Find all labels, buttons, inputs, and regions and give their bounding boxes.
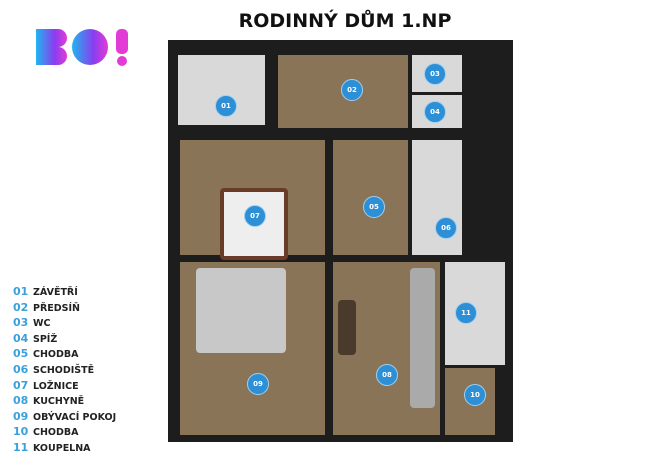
legend-label: PŘEDSÍŇ — [33, 302, 80, 314]
legend-label: SCHODIŠTĚ — [33, 364, 95, 376]
room-marker-07[interactable]: 07 — [244, 205, 266, 227]
legend-label: WC — [33, 318, 51, 330]
legend-item: 11 KOUPELNA — [13, 441, 116, 457]
legend-item: 03 WC — [13, 316, 116, 332]
room-marker-02[interactable]: 02 — [341, 79, 363, 101]
legend-number: 06 — [13, 362, 29, 376]
sofa — [196, 268, 286, 353]
room-marker-01[interactable]: 01 — [215, 95, 237, 117]
legend-number: 05 — [13, 347, 29, 361]
legend-number: 11 — [13, 440, 29, 454]
legend-label: OBÝVACÍ POKOJ — [33, 411, 117, 423]
legend-item: 02 PŘEDSÍŇ — [13, 301, 116, 317]
legend-label: KOUPELNA — [33, 442, 91, 454]
legend-number: 08 — [13, 394, 29, 408]
legend-number: 01 — [13, 285, 29, 298]
room-marker-04[interactable]: 04 — [424, 101, 446, 123]
legend-number: 03 — [13, 316, 29, 330]
legend-number: 10 — [13, 425, 29, 439]
kitchen-counter — [410, 268, 435, 408]
page-title: RODINNÝ DŮM 1.NP — [238, 10, 452, 32]
legend-label: KUCHYNĚ — [33, 396, 85, 408]
brand-logo — [36, 29, 128, 66]
legend-number: 07 — [13, 378, 29, 392]
legend-label: CHODBA — [33, 349, 79, 361]
legend-label: LOŽNICE — [33, 380, 79, 392]
legend-label: CHODBA — [33, 427, 79, 439]
room-marker-11[interactable]: 11 — [455, 302, 477, 324]
legend-number: 02 — [13, 300, 29, 314]
legend-number: 09 — [13, 409, 29, 423]
room-marker-03[interactable]: 03 — [424, 63, 446, 85]
room-marker-05[interactable]: 05 — [363, 196, 385, 218]
room-marker-09[interactable]: 09 — [247, 373, 269, 395]
legend-item: 08 KUCHYNĚ — [13, 394, 116, 410]
legend-label: SPÍŽ — [33, 333, 58, 345]
room-06 — [412, 140, 462, 255]
room-marker-08[interactable]: 08 — [376, 364, 398, 386]
legend-item: 05 CHODBA — [13, 347, 116, 363]
legend-item: 10 CHODBA — [13, 425, 116, 441]
dining-table — [338, 300, 356, 355]
floor-plan — [168, 40, 513, 442]
room-marker-06[interactable]: 06 — [435, 217, 457, 239]
legend-label: ZÁVĚTŘÍ — [33, 287, 78, 298]
room-marker-10[interactable]: 10 — [464, 384, 486, 406]
legend-number: 04 — [13, 331, 29, 345]
legend-item: 09 OBÝVACÍ POKOJ — [13, 410, 116, 426]
legend-item: 01 ZÁVĚTŘÍ — [13, 285, 116, 301]
legend-item: 07 LOŽNICE — [13, 379, 116, 395]
legend-item: 04 SPÍŽ — [13, 332, 116, 348]
legend-item: 06 SCHODIŠTĚ — [13, 363, 116, 379]
